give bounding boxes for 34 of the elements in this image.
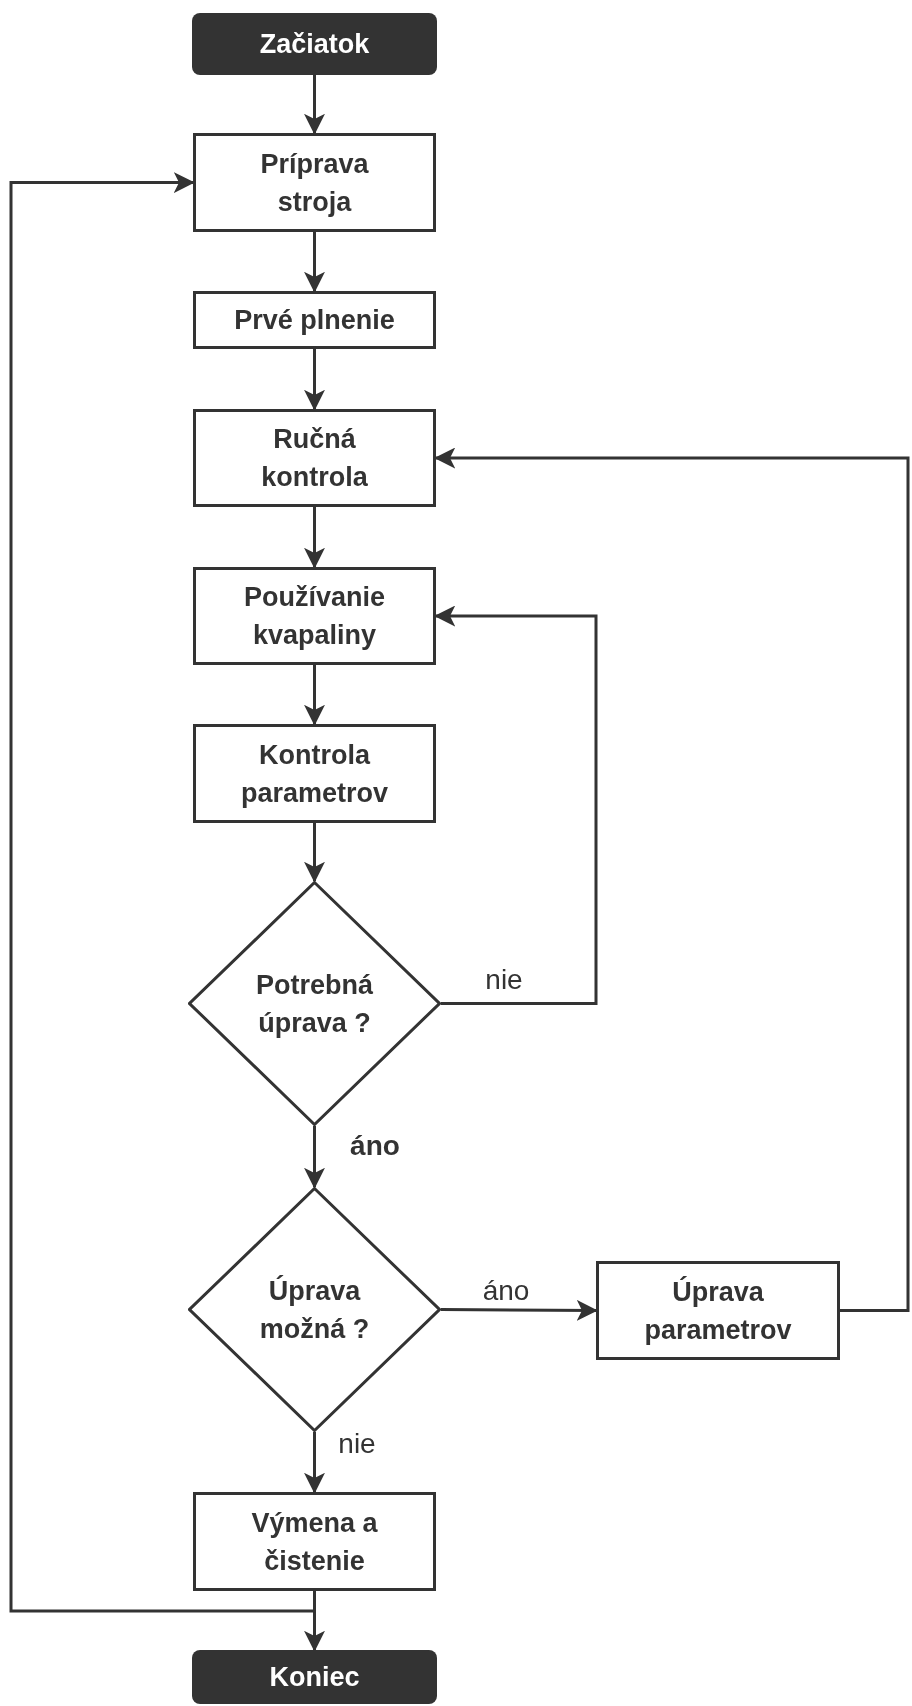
arrow: [304, 665, 325, 726]
node-text: Začiatok: [259, 28, 370, 61]
node-text: Úprava parametrov: [643, 1275, 793, 1347]
decision-diamond: [188, 881, 441, 1126]
arrow: [441, 1299, 598, 1321]
node-text: Prvé plnenie: [234, 304, 395, 337]
terminal-box: [192, 13, 437, 75]
process-box: [193, 291, 436, 349]
node-text: Potrebná úprava ?: [255, 968, 374, 1040]
arrow: [434, 447, 910, 1312]
arrow: [304, 1126, 325, 1189]
process-box: [596, 1261, 840, 1360]
node-text: Príprava stroja: [259, 147, 370, 219]
arrow: [304, 823, 325, 883]
process-box: [193, 133, 436, 232]
process-box: [193, 409, 436, 507]
process-box: [193, 1492, 436, 1591]
node-text: Výmena a čistenie: [250, 1506, 379, 1578]
arrow: [304, 1432, 325, 1494]
process-box: [193, 567, 436, 665]
node-text: Koniec: [269, 1661, 360, 1694]
arrow: [304, 232, 325, 293]
arrow: [304, 507, 325, 569]
node-text: Ručná kontrola: [260, 423, 369, 494]
arrow: [304, 349, 325, 411]
node-text: Používanie kvapaliny: [242, 581, 386, 652]
arrow: [304, 75, 325, 135]
terminal-box: [192, 1650, 437, 1704]
node-text: Kontrola parametrov: [239, 738, 390, 810]
arrow: [9, 172, 316, 1613]
arrow: [434, 605, 598, 1005]
decision-diamond: [188, 1187, 441, 1432]
process-box: [193, 724, 436, 823]
node-text: Úprava možná ?: [258, 1274, 371, 1346]
